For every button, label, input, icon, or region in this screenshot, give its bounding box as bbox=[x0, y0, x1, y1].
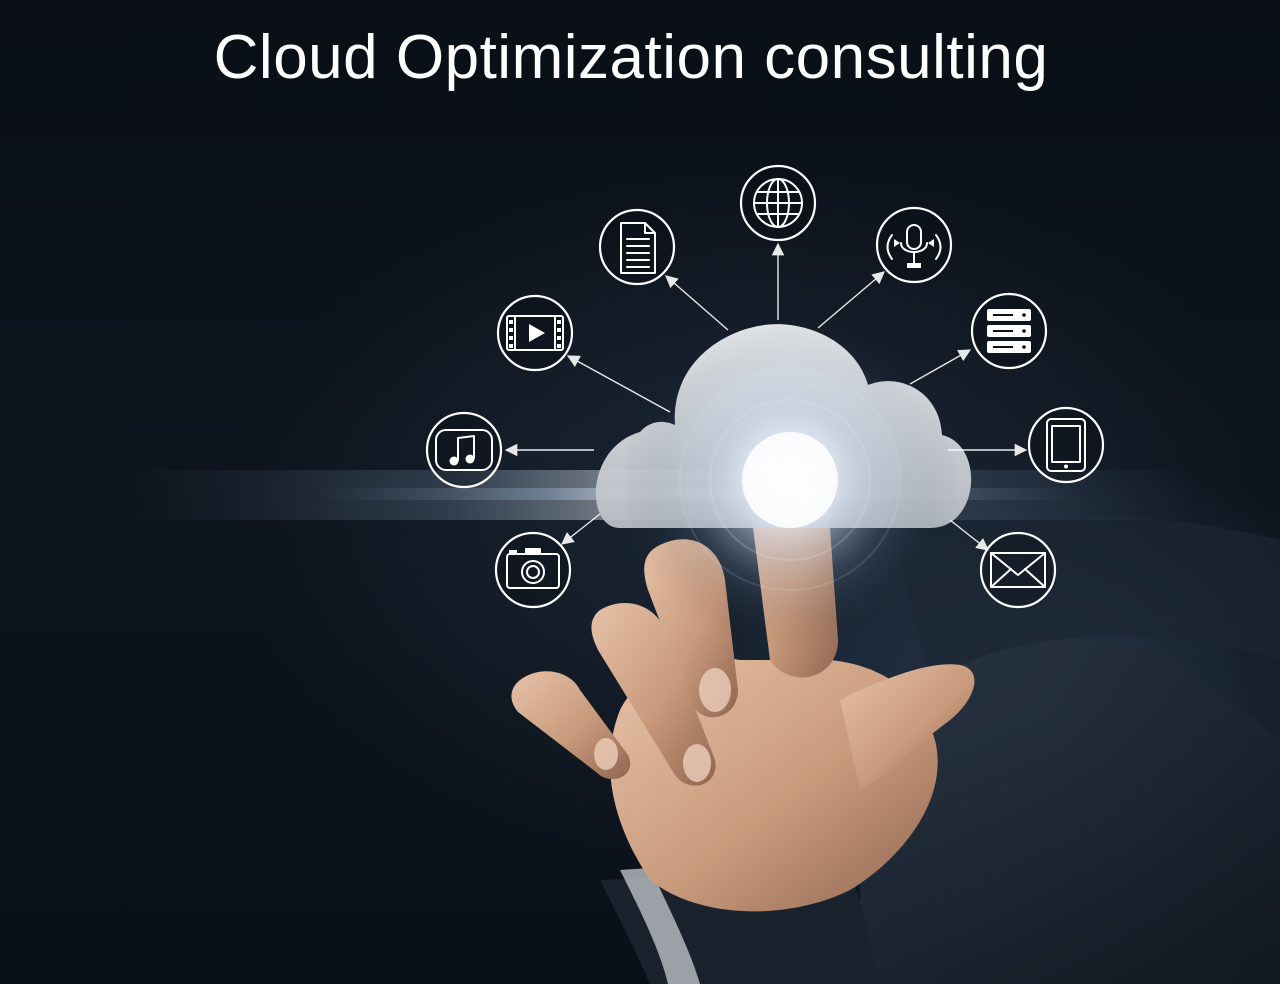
camera-icon bbox=[494, 531, 572, 609]
shirt-cuff bbox=[620, 868, 700, 984]
ring-finger bbox=[591, 602, 716, 786]
thumb bbox=[840, 664, 975, 790]
tablet-icon bbox=[1027, 406, 1105, 484]
page-title: Cloud Optimization consulting bbox=[213, 23, 1049, 92]
ring-finger-nail bbox=[683, 744, 711, 782]
light-flare-core bbox=[742, 432, 838, 528]
microphone-icon bbox=[875, 206, 953, 284]
document-icon bbox=[598, 208, 676, 286]
globe-icon bbox=[739, 164, 817, 242]
connector-arrows bbox=[504, 242, 1028, 551]
video-icon bbox=[496, 294, 574, 372]
little-finger-nail bbox=[594, 738, 618, 770]
music-icon bbox=[425, 411, 503, 489]
mail-icon bbox=[979, 531, 1057, 609]
background-arm bbox=[900, 518, 1280, 680]
middle-finger-nail bbox=[699, 668, 731, 712]
server-icon bbox=[970, 292, 1048, 370]
suit-sleeve bbox=[860, 640, 1280, 984]
